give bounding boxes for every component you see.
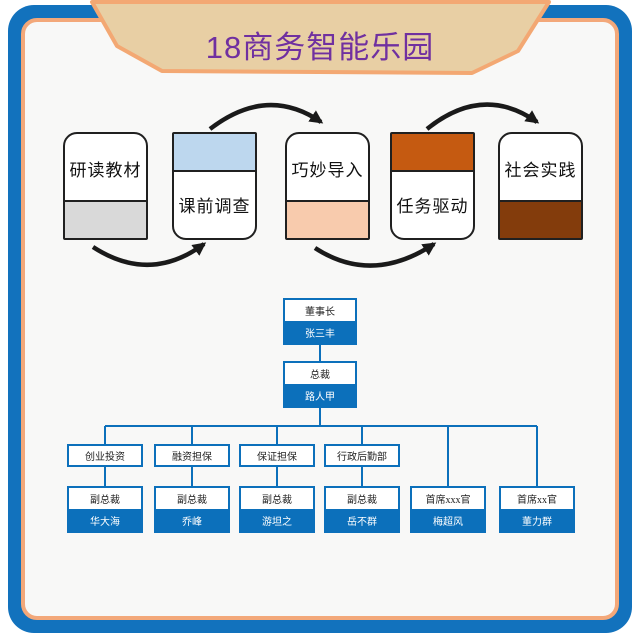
org-box-chairman-title: 董事长 — [305, 307, 335, 318]
org-dept-3: 保证担保 — [239, 444, 315, 467]
flow-step-4-label: 任务驱动 — [396, 196, 469, 216]
org-staff-4-title: 副总裁 — [347, 495, 377, 506]
org-dept-4: 行政后勤部 — [324, 444, 400, 467]
flow-step-3-label: 巧妙导入 — [291, 160, 364, 180]
flow-step-5-label: 社会实践 — [504, 160, 577, 180]
org-staff-3-title: 副总裁 — [262, 495, 292, 506]
org-staff-4: 副总裁 岳不群 — [324, 486, 400, 533]
org-staff-5-title: 首席xxx官 — [425, 495, 471, 506]
org-box-chairman-name: 张三丰 — [285, 321, 355, 343]
org-staff-1-name: 华大海 — [69, 509, 141, 531]
org-staff-6-title: 首席xx官 — [517, 495, 557, 506]
org-staff-5-name: 梅超风 — [412, 509, 484, 531]
org-dept-1: 创业投资 — [67, 444, 143, 467]
org-staff-3: 副总裁 游坦之 — [239, 486, 315, 533]
org-staff-6: 首席xx官 董力群 — [499, 486, 575, 533]
flow-step-4: 任务驱动 — [390, 132, 475, 240]
flow-step-1-band — [65, 200, 146, 238]
org-staff-2-title: 副总裁 — [177, 495, 207, 506]
org-staff-6-name: 董力群 — [501, 509, 573, 531]
flow-step-4-band — [392, 134, 473, 172]
org-staff-4-name: 岳不群 — [326, 509, 398, 531]
org-dept-2: 融资担保 — [154, 444, 230, 467]
flow-step-1: 研读教材 — [63, 132, 148, 240]
org-staff-2-name: 乔峰 — [156, 509, 228, 531]
flow-step-5: 社会实践 — [498, 132, 583, 240]
flow-step-5-band — [500, 200, 581, 238]
org-staff-2: 副总裁 乔峰 — [154, 486, 230, 533]
flow-step-3-band — [287, 200, 368, 238]
org-staff-3-name: 游坦之 — [241, 509, 313, 531]
org-staff-1-title: 副总裁 — [90, 495, 120, 506]
flow-step-2-label: 课前调查 — [178, 196, 251, 216]
flow-step-2: 课前调查 — [172, 132, 257, 240]
org-box-chairman: 董事长 张三丰 — [283, 298, 357, 345]
page-title: 18商务智能乐园 — [205, 30, 435, 65]
flow-step-3: 巧妙导入 — [285, 132, 370, 240]
org-staff-5: 首席xxx官 梅超风 — [410, 486, 486, 533]
title-banner-ribbon — [90, 0, 551, 75]
banner-shape — [90, 0, 551, 75]
org-box-president-title: 总裁 — [310, 370, 330, 381]
org-box-president-name: 路人甲 — [285, 384, 355, 406]
org-staff-1: 副总裁 华大海 — [67, 486, 143, 533]
org-box-president: 总裁 路人甲 — [283, 361, 357, 408]
flow-step-2-band — [174, 134, 255, 172]
flow-step-1-label: 研读教材 — [69, 160, 142, 180]
